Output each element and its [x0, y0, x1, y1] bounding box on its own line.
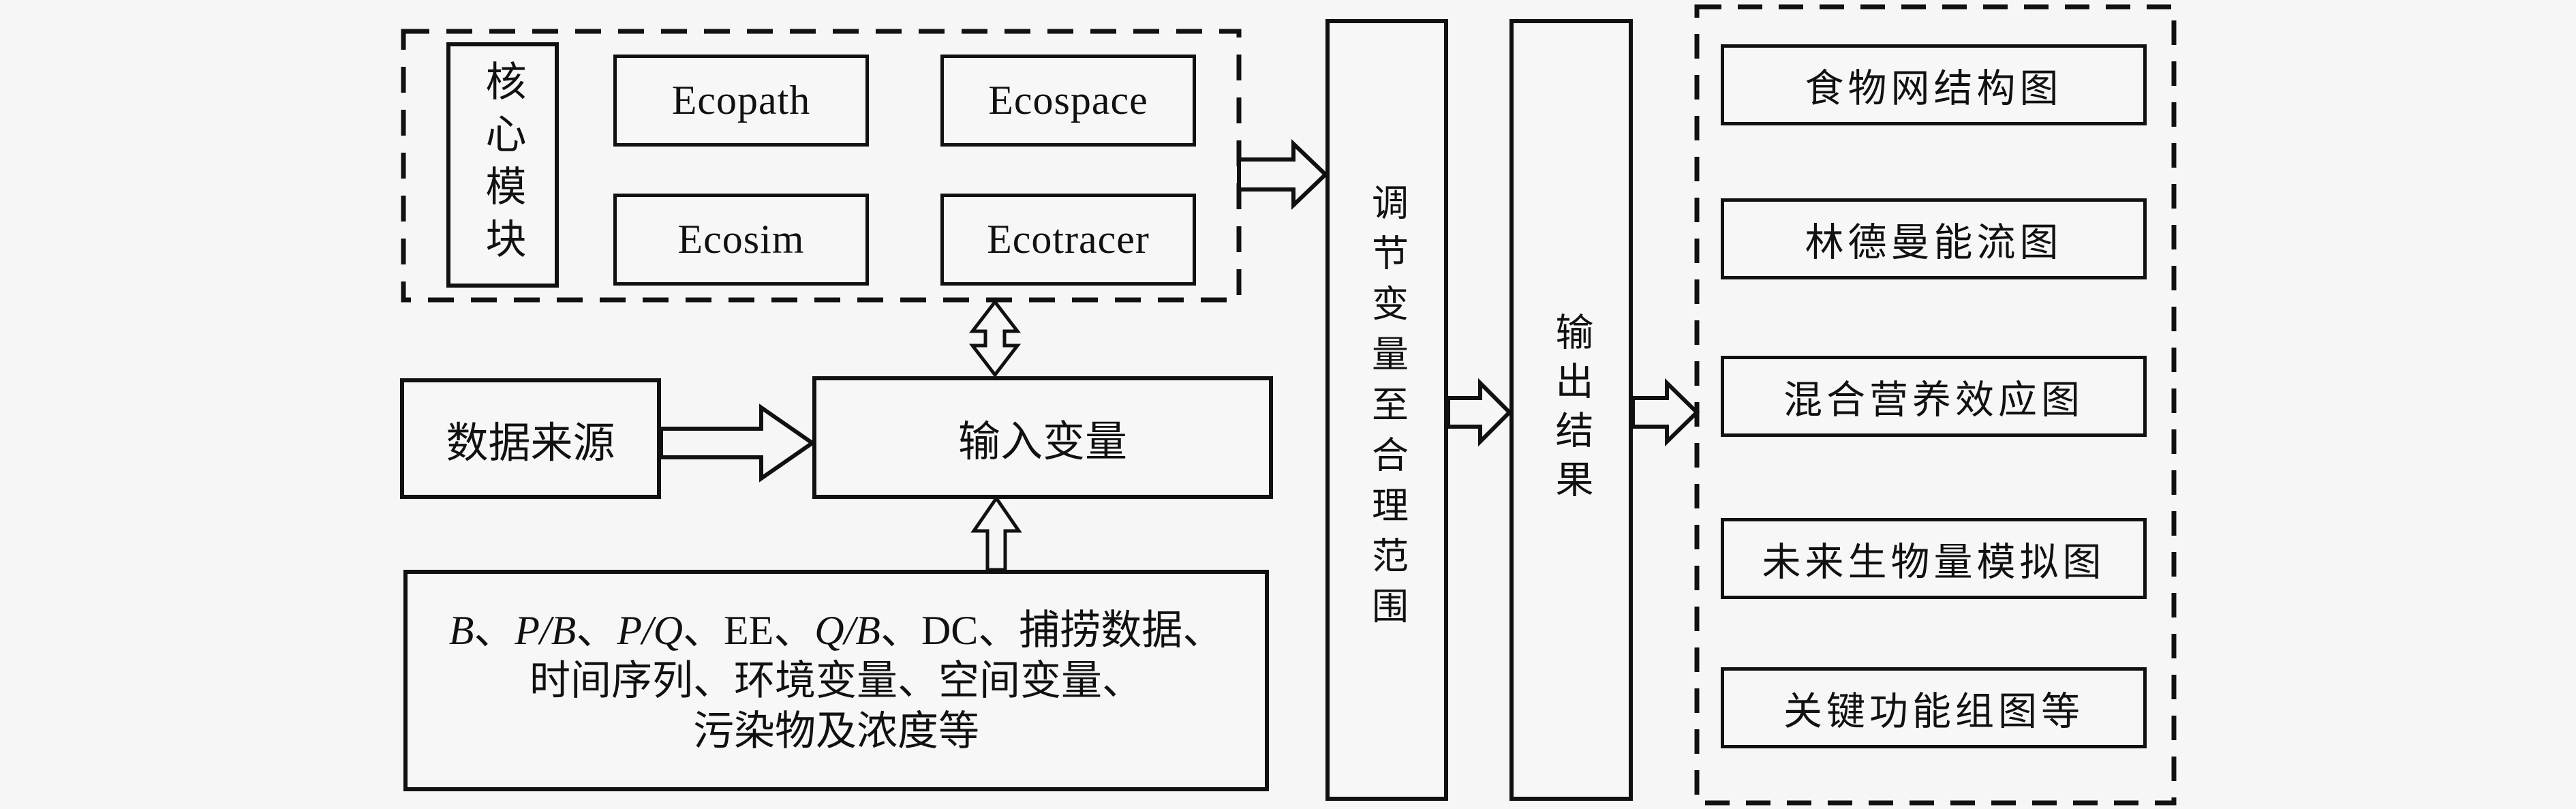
input-parameters-segment: P/B [515, 607, 577, 653]
data-source-box: 数据来源 [400, 378, 661, 499]
input-parameters-segment: 、 [576, 607, 617, 653]
module-box-ecospace: Ecospace [940, 55, 1196, 147]
results-dashed-border [1694, 4, 2177, 806]
adjust-variables-box: 调节变量至合理范围 [1325, 19, 1448, 801]
input-parameters-segment: 污染物及浓度等 [693, 708, 979, 754]
input-parameters-segment: 时间序列、环境变量、空间变量、 [530, 658, 1143, 703]
arrow-data-source-to-input-icon [659, 403, 816, 483]
module-label-ecopath: Ecopath [671, 78, 811, 123]
adjust-variables-label: 调节变量至合理范围 [1366, 183, 1407, 637]
module-label-ecospace: Ecospace [988, 78, 1148, 123]
core-module-label-box: 核心模块 [446, 42, 559, 288]
result-box-key-groups: 关键功能组图等 [1721, 667, 2147, 748]
input-parameters-segment: P/Q [617, 607, 683, 653]
module-label-ecosim: Ecosim [677, 217, 805, 262]
input-parameters-segment: 、DC、捕捞数据、 [880, 607, 1224, 653]
result-box-future-biomass: 未来生物量模拟图 [1721, 518, 2147, 599]
output-results-box: 输出结果 [1509, 19, 1633, 801]
result-label: 混合营养效应图 [1783, 378, 2084, 422]
result-label: 关键功能组图等 [1783, 690, 2084, 733]
data-source-label: 数据来源 [446, 420, 615, 467]
arrow-adjust-to-output-icon [1446, 378, 1513, 447]
input-variables-box: 输入变量 [812, 376, 1273, 499]
module-label-ecotracer: Ecotracer [987, 217, 1150, 262]
output-results-label: 输出结果 [1550, 311, 1592, 508]
module-box-ecopath: Ecopath [613, 55, 869, 147]
result-label: 食物网结构图 [1805, 67, 2063, 110]
result-label: 未来生物量模拟图 [1762, 540, 2106, 584]
result-box-lindeman-flow: 林德曼能流图 [1721, 198, 2147, 279]
arrow-modules-input-bidirectional-icon [968, 299, 1022, 378]
arrow-modules-to-adjust-icon [1237, 138, 1329, 211]
input-parameters-line: 时间序列、环境变量、空间变量、 [530, 656, 1143, 706]
input-variables-label: 输入变量 [957, 419, 1127, 465]
input-parameters-segment: 、 [474, 607, 515, 653]
core-module-label: 核心模块 [480, 60, 525, 270]
module-box-ecosim: Ecosim [613, 194, 869, 286]
input-parameters-box: B、P/B、P/Q、EE、Q/B、DC、捕捞数据、时间序列、环境变量、空间变量、… [403, 570, 1269, 791]
result-label: 林德曼能流图 [1805, 221, 2063, 264]
arrow-output-to-results-icon [1631, 378, 1700, 447]
arrow-parameters-to-input-icon [970, 495, 1022, 572]
module-box-ecotracer: Ecotracer [940, 194, 1196, 286]
input-parameters-segment: 、EE、 [682, 607, 815, 653]
input-parameters-line: 污染物及浓度等 [693, 706, 979, 757]
input-parameters-line: B、P/B、P/Q、EE、Q/B、DC、捕捞数据、 [449, 605, 1224, 656]
result-box-food-web: 食物网结构图 [1721, 44, 2147, 125]
input-parameters-segment: Q/B [814, 607, 880, 653]
input-parameters-segment: B [448, 607, 474, 653]
result-box-mixed-trophic: 混合营养效应图 [1721, 356, 2147, 437]
